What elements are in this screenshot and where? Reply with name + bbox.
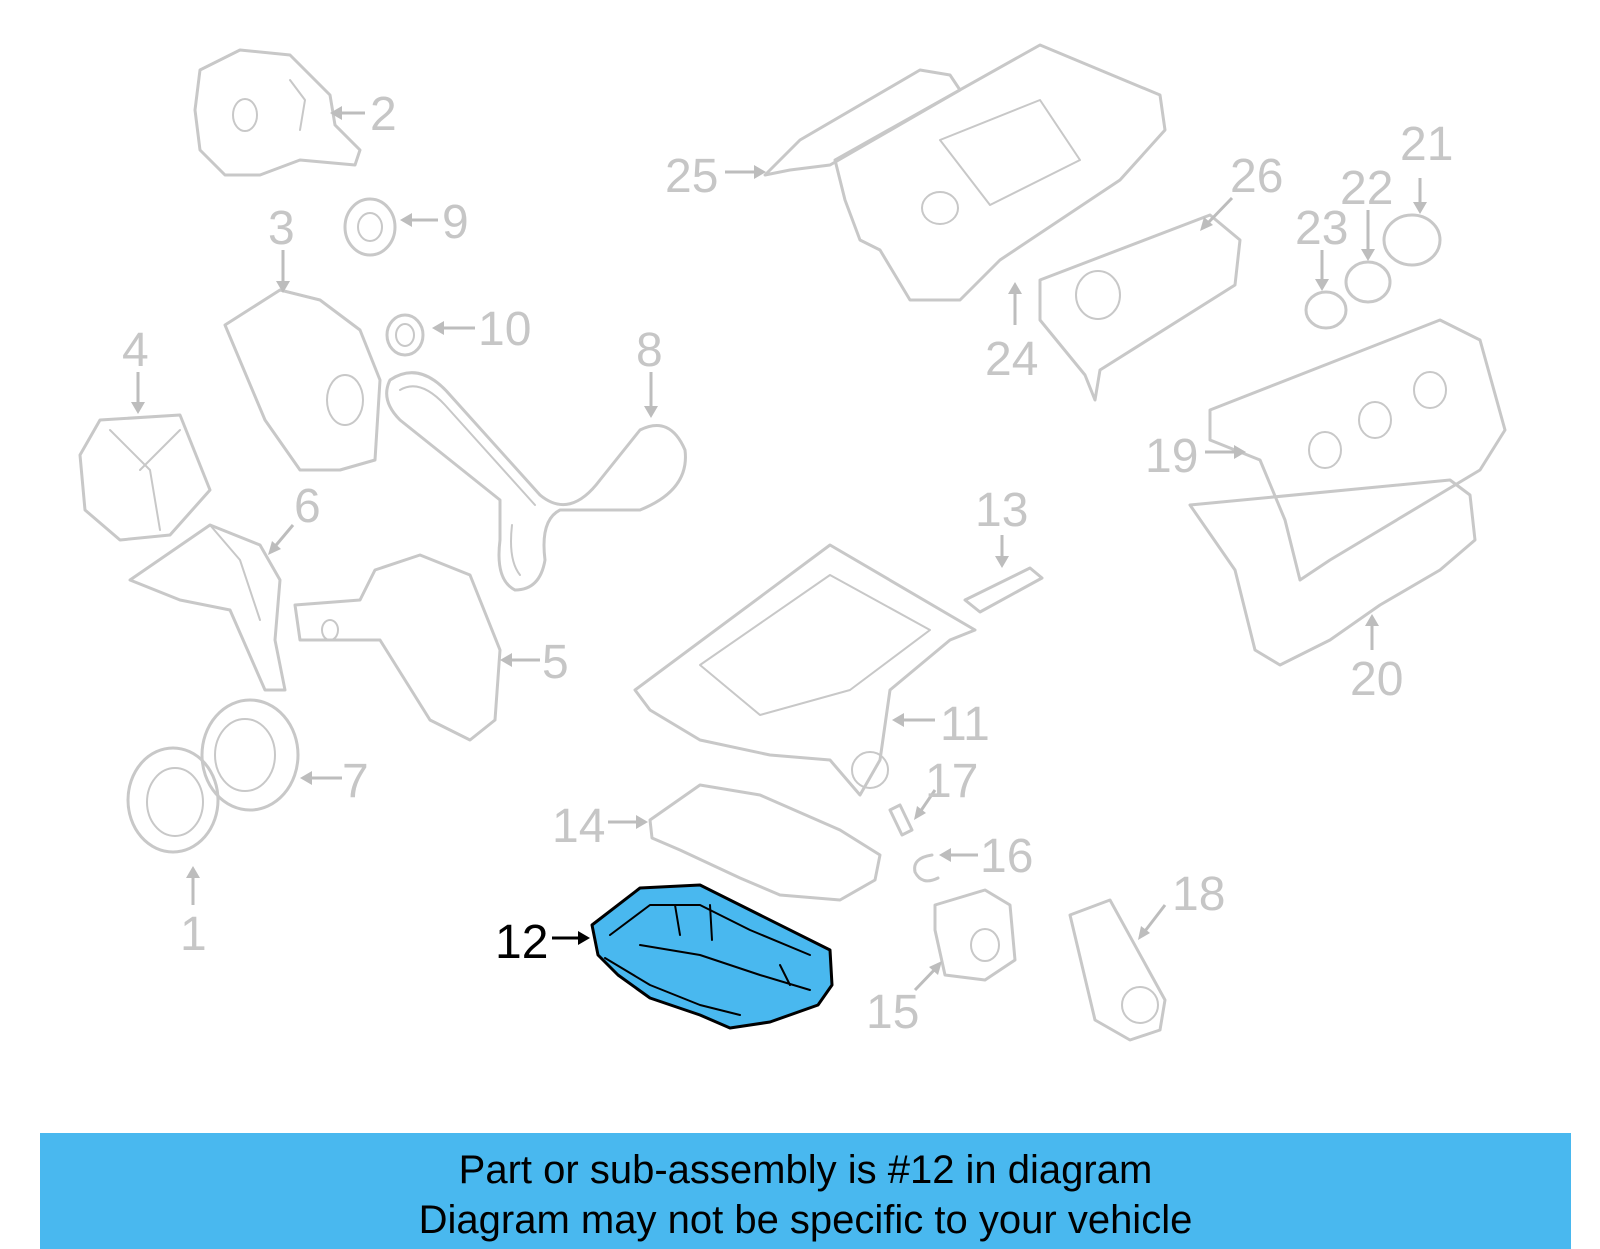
part-25-trim	[763, 68, 962, 177]
callout-1: 1	[180, 866, 207, 961]
part-11-oil-pan-upper	[633, 543, 977, 797]
callout-10: 10	[432, 303, 531, 356]
part-23-seal	[1304, 290, 1348, 330]
callout-22: 22	[1340, 162, 1393, 261]
callout-16: 16	[939, 830, 1033, 883]
part-7-hub	[200, 698, 300, 812]
svg-text:24: 24	[985, 333, 1038, 386]
banner-line-1: Part or sub-assembly is #12 in diagram	[458, 1148, 1153, 1192]
callout-12: 12	[495, 916, 590, 969]
part-3-timing-cover	[223, 288, 382, 472]
svg-text:25: 25	[665, 150, 718, 203]
callout-3: 3	[268, 202, 295, 293]
part-18-oil-filter	[1068, 898, 1167, 1042]
svg-text:6: 6	[294, 480, 321, 533]
part-12-oil-pan-lower	[590, 883, 834, 1030]
part-21-oil-cap	[1382, 213, 1442, 267]
svg-text:11: 11	[940, 698, 990, 751]
callout-2: 2	[330, 88, 397, 141]
svg-text:21: 21	[1400, 118, 1453, 171]
svg-text:10: 10	[478, 303, 531, 356]
callout-25: 25	[665, 150, 766, 203]
callout-19: 19	[1145, 430, 1246, 483]
svg-text:13: 13	[975, 484, 1028, 537]
callout-5: 5	[500, 636, 569, 689]
callout-9: 9	[400, 196, 469, 249]
svg-text:17: 17	[925, 755, 978, 808]
part-6-cover	[128, 523, 287, 692]
callout-23: 23	[1295, 202, 1348, 291]
part-1-seal	[126, 746, 220, 854]
info-banner: Part or sub-assembly is #12 in diagram D…	[40, 1133, 1571, 1249]
callout-26: 26	[1200, 150, 1283, 231]
svg-text:9: 9	[442, 196, 469, 249]
svg-text:8: 8	[636, 324, 663, 377]
part-22-seal	[1344, 260, 1392, 304]
part-20-gasket	[1188, 478, 1477, 667]
svg-text:2: 2	[370, 88, 397, 141]
callout-8: 8	[636, 324, 663, 418]
svg-text:20: 20	[1350, 653, 1403, 706]
svg-text:22: 22	[1340, 162, 1393, 215]
callout-17: 17	[914, 755, 978, 820]
svg-text:7: 7	[342, 755, 369, 808]
svg-text:3: 3	[268, 202, 295, 255]
callout-4: 4	[122, 324, 149, 414]
callout-20: 20	[1350, 614, 1403, 706]
callout-24: 24	[985, 282, 1038, 386]
svg-text:5: 5	[542, 636, 569, 689]
callout-13: 13	[975, 484, 1028, 568]
callout-7: 7	[300, 755, 369, 808]
svg-text:23: 23	[1295, 202, 1348, 255]
callout-11: 11	[892, 698, 990, 751]
part-19-valve-cover	[1208, 318, 1507, 582]
part-9-pulley	[343, 197, 397, 257]
part-15-filter-housing	[933, 888, 1017, 982]
svg-text:19: 19	[1145, 430, 1198, 483]
svg-text:12: 12	[495, 916, 548, 969]
part-17-bolt	[888, 803, 914, 837]
callout-18: 18	[1138, 868, 1225, 940]
part-8-timing-belt	[385, 371, 687, 592]
callout-15: 15	[866, 961, 942, 1039]
svg-text:16: 16	[980, 830, 1033, 883]
banner-line-2: Diagram may not be specific to your vehi…	[418, 1198, 1193, 1242]
svg-text:15: 15	[866, 986, 919, 1039]
part-24-intake-cover	[1038, 213, 1242, 402]
svg-text:14: 14	[552, 800, 605, 853]
svg-text:26: 26	[1230, 150, 1283, 203]
svg-text:1: 1	[180, 908, 207, 961]
part-10-seal	[385, 313, 425, 357]
svg-text:18: 18	[1172, 868, 1225, 921]
callout-6: 6	[268, 480, 321, 555]
callout-21: 21	[1400, 118, 1453, 214]
part-14-gasket	[648, 783, 882, 902]
part-26-engine-cover	[833, 43, 1167, 302]
svg-text:4: 4	[122, 324, 149, 377]
part-5-cover	[293, 553, 502, 742]
part-13-sealant	[963, 566, 1044, 614]
callout-14: 14	[552, 800, 648, 853]
part-2-timing-cover	[193, 48, 362, 177]
part-16-clip	[913, 853, 940, 883]
part-4-cover	[78, 413, 212, 542]
